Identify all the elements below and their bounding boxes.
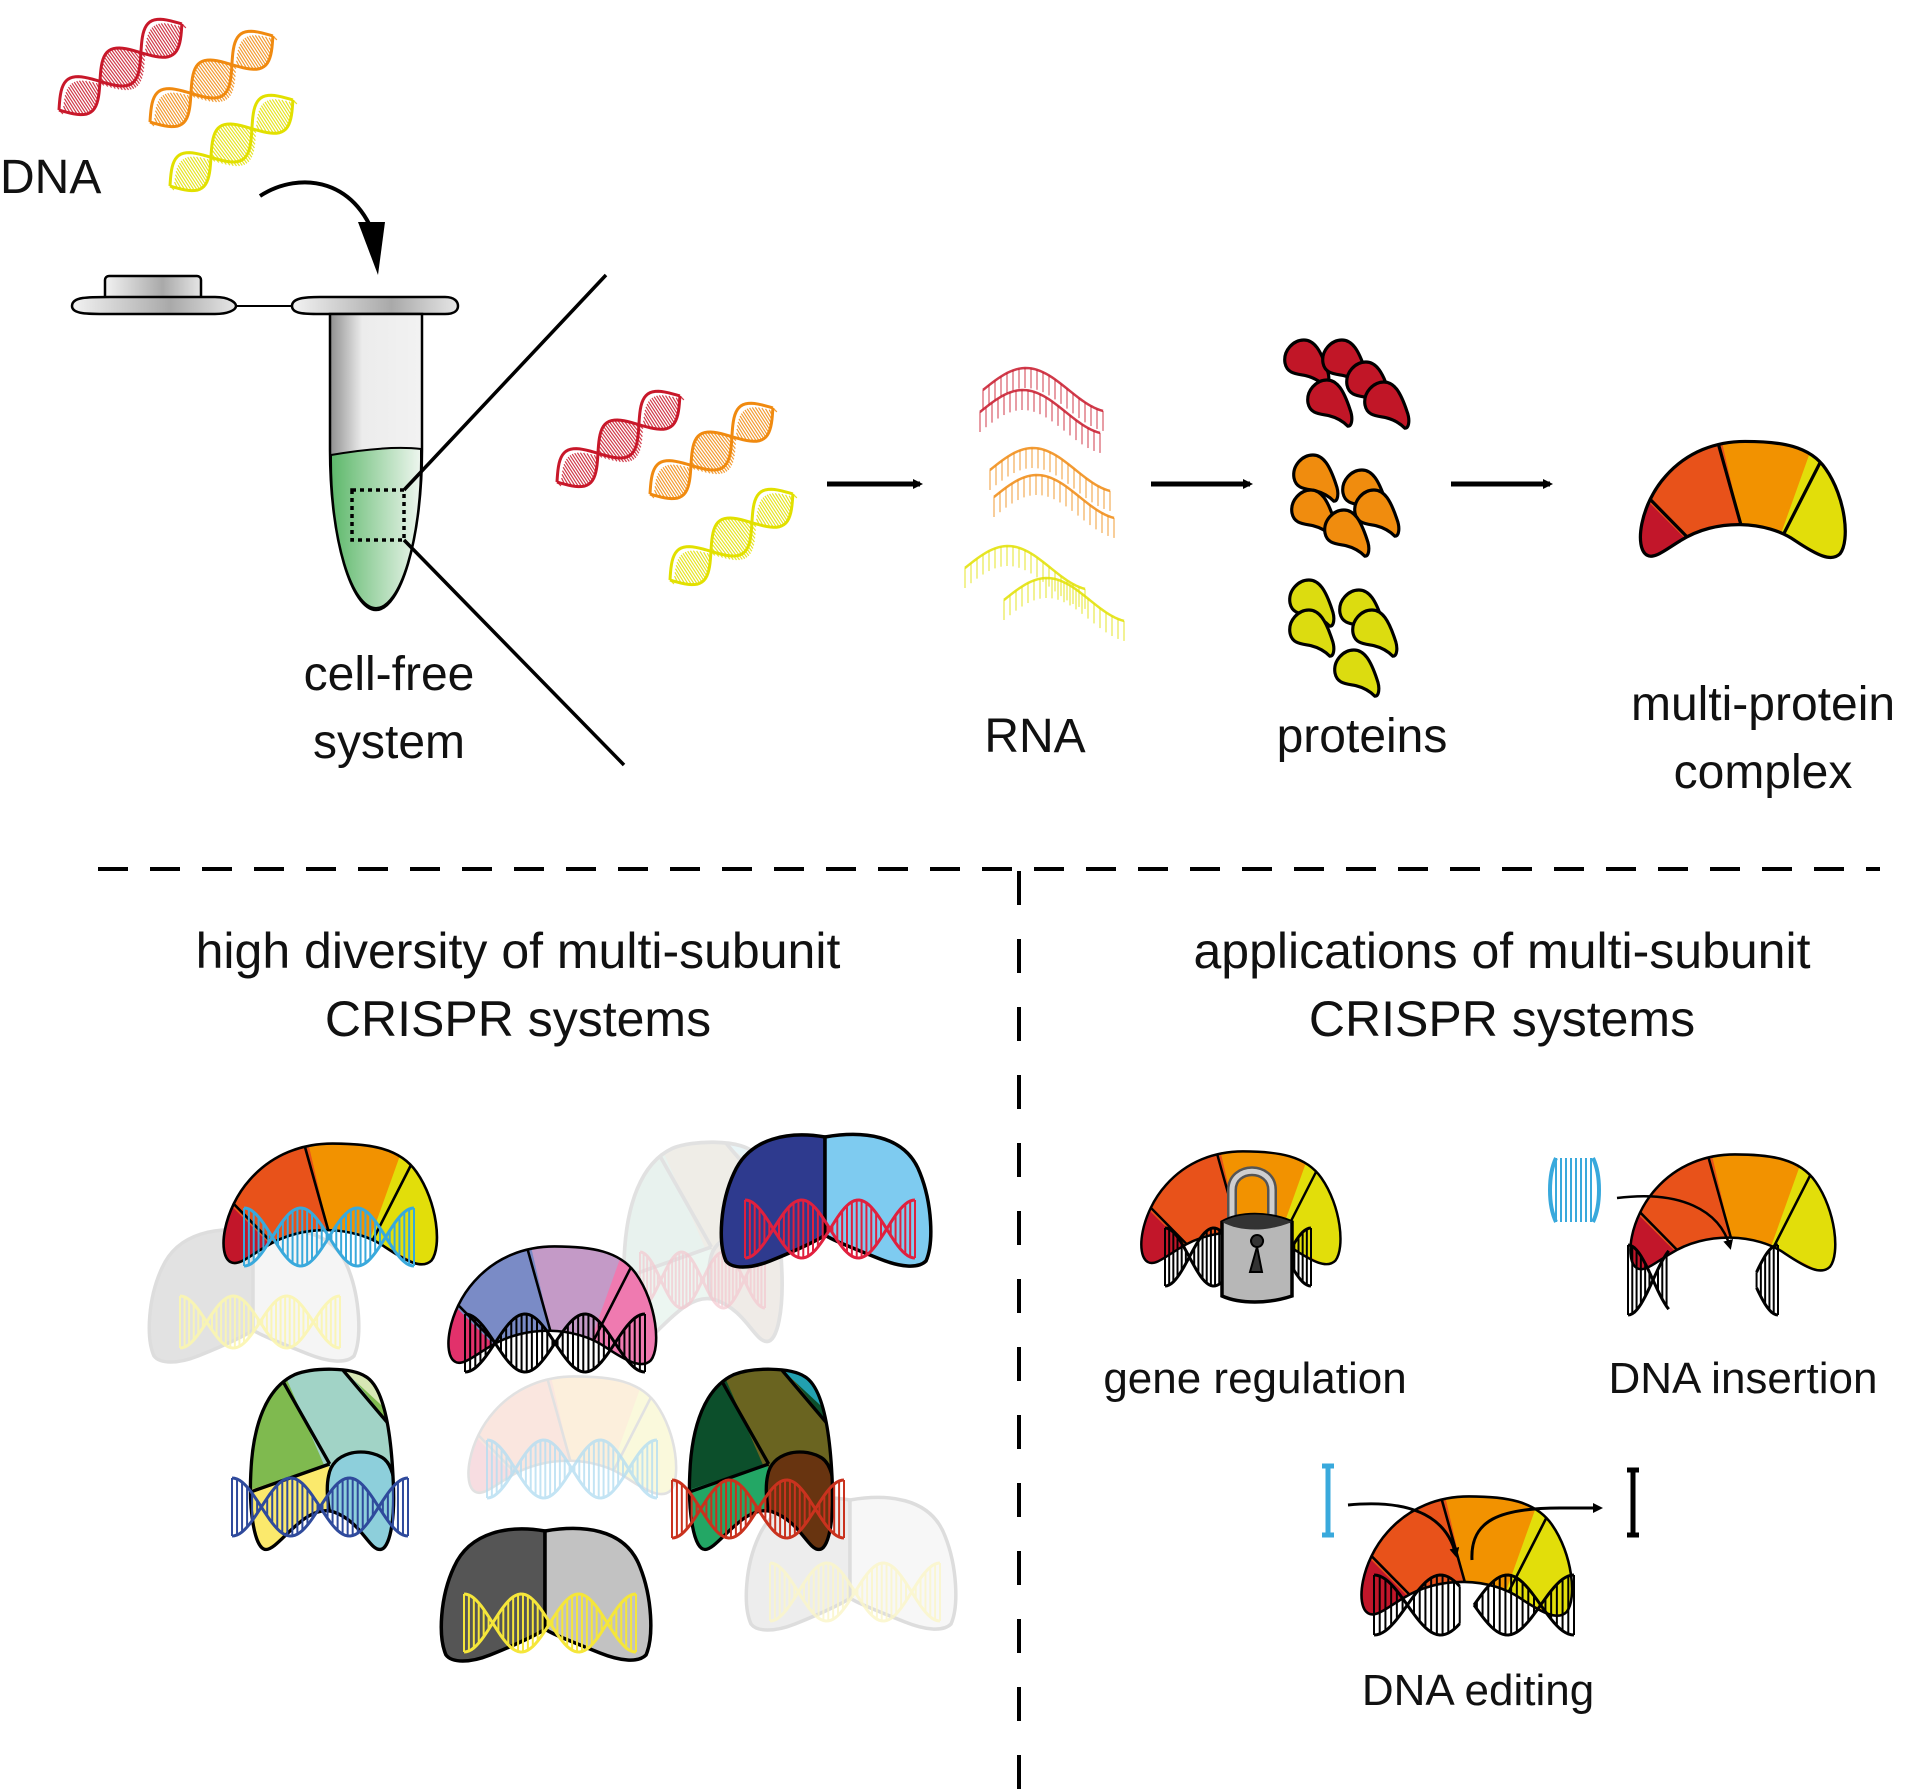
applications-panel: applications of multi-subunit CRISPR sys… [1103, 923, 1877, 1715]
rna-label: RNA [984, 710, 1085, 763]
rna-group [964, 366, 1125, 641]
dna-editing-label: DNA editing [1362, 1666, 1594, 1715]
dna-insertion-illustration [1548, 1153, 1837, 1317]
proteins-label: proteins [1277, 710, 1448, 763]
protein-subunit-icon [1351, 608, 1399, 658]
proteins-group [1283, 338, 1411, 698]
rna-strand-icon [989, 446, 1111, 511]
insert-dna-icon [1548, 1157, 1601, 1223]
crispr-complexes-collection [147, 1132, 958, 1663]
insert-arrow-icon [1616, 1195, 1733, 1250]
curved-arrow-icon [258, 180, 380, 249]
diversity-heading-line1: high diversity of multi-subunit [196, 923, 841, 979]
complex-label-line2: complex [1674, 746, 1853, 799]
rna-strand-icon [979, 388, 1101, 453]
dna-helix-icon [648, 401, 778, 501]
rna-strand-icon [1003, 576, 1125, 641]
rna-strand-icon [964, 544, 1086, 609]
input-dna-group [57, 17, 298, 193]
protein-subunit-icon [1353, 488, 1401, 538]
zoom-line-top [402, 273, 608, 492]
dna-helix-icon [555, 389, 685, 489]
zoom-line-bottom [402, 538, 626, 767]
tube-icon [70, 274, 460, 612]
complex-label-line1: multi-protein [1631, 678, 1895, 731]
gene-regulation-illustration [1140, 1150, 1342, 1304]
edit-out-arrow-icon [1470, 1503, 1603, 1561]
lock-icon [1220, 1166, 1294, 1304]
protein-subunit-icon [1306, 378, 1354, 428]
donor-dna-icon [1322, 1463, 1334, 1538]
protein-subunit-icon [1323, 508, 1371, 558]
dna-helix-icon [668, 487, 798, 587]
diversity-heading-line2: CRISPR systems [325, 991, 711, 1047]
template-dna-group [555, 389, 798, 587]
dna-editing-illustration [1322, 1463, 1639, 1637]
dna-input-label: DNA [0, 151, 101, 204]
dna-insertion-label: DNA insertion [1608, 1354, 1877, 1403]
rna-strand-icon [993, 473, 1115, 538]
protein-subunit-icon [1288, 608, 1336, 658]
curved-arrow-head [358, 222, 385, 275]
dna-helix-icon [57, 17, 187, 117]
gene-regulation-label: gene regulation [1103, 1354, 1406, 1403]
complex-two-lobe-gray [147, 1227, 361, 1364]
tube-liquid [330, 446, 422, 610]
top-panel: DNA cell-free system RNA [0, 17, 1895, 799]
multi-protein-complex-icon [1638, 439, 1847, 560]
zoom-region-box [350, 488, 406, 542]
edit-arrows-icon [1347, 1502, 1460, 1558]
dna-helix-icon [148, 29, 278, 129]
excised-dna-icon [1627, 1467, 1639, 1538]
protein-subunit-icon [1333, 648, 1381, 698]
applications-heading-line2: CRISPR systems [1309, 991, 1695, 1047]
crispr-complex-icon [1629, 1153, 1837, 1272]
applications-heading-line1: applications of multi-subunit [1194, 923, 1811, 979]
tube-label-line2: system [313, 716, 465, 769]
tube-label-line1: cell-free [304, 648, 475, 701]
crispr-complex-icon [1360, 1495, 1574, 1617]
complex-tall-green [248, 1367, 396, 1552]
diversity-panel: high diversity of multi-subunit CRISPR s… [147, 923, 958, 1663]
rna-strand-icon [982, 366, 1104, 431]
protein-subunit-icon [1363, 380, 1411, 430]
dna-helix-icon [168, 93, 298, 193]
